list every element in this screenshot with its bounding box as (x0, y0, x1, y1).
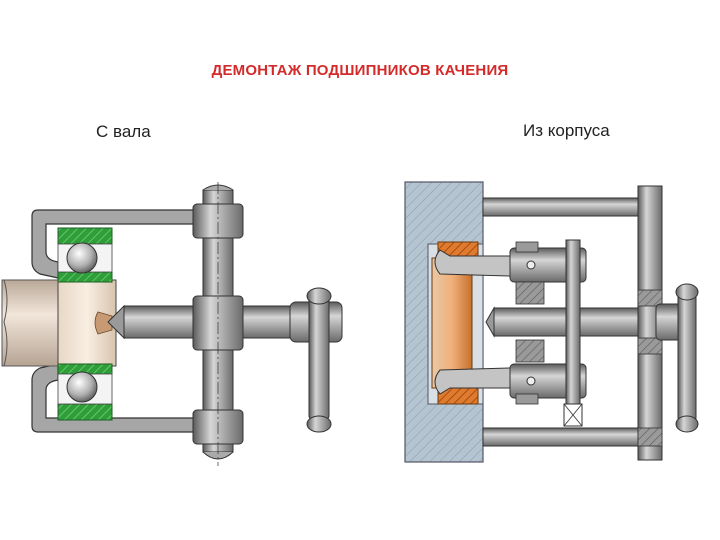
bearing-ball-top (66, 242, 98, 274)
bearing-outer-ring-bottom (57, 403, 113, 421)
shaft-removal-view (1, 182, 343, 466)
puller-arm-top (31, 209, 199, 279)
guide-rod (565, 239, 581, 427)
puller-arm-bottom (31, 363, 199, 433)
handle-bar (308, 295, 330, 421)
handle-bar-right (677, 291, 697, 423)
bearing-outer-ring-top (57, 227, 113, 245)
shaft (1, 279, 65, 367)
bearing-in-housing (431, 257, 473, 389)
tie-rod-bottom (482, 427, 644, 447)
right-caption: Из корпуса (523, 121, 610, 140)
diagram-title: ДЕМОНТАЖ ПОДШИПНИКОВ КАЧЕНИЯ (211, 62, 509, 79)
bearing-ball-bottom (66, 371, 98, 403)
tie-rod-top (482, 197, 644, 217)
left-caption: С вала (96, 122, 151, 141)
housing-removal-view (404, 181, 699, 463)
